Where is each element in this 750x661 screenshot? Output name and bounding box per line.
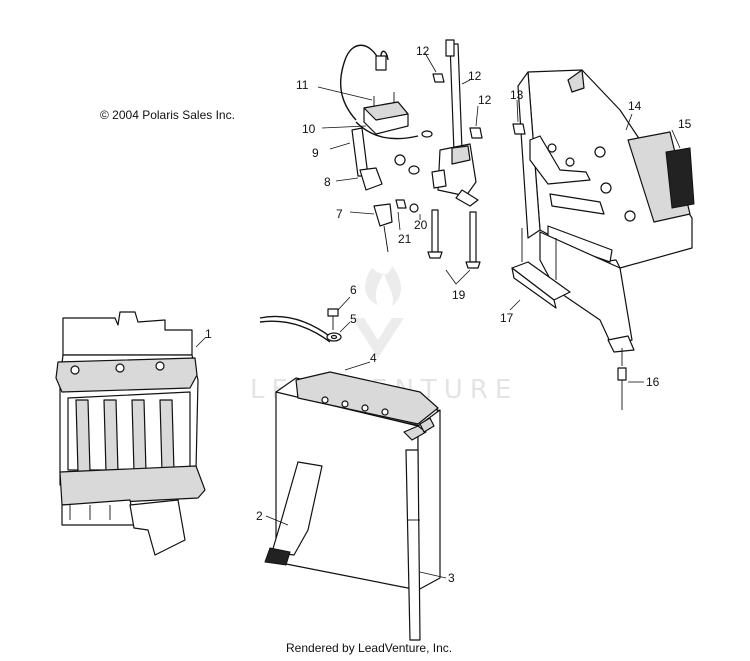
callout-15: 14 [628,99,642,113]
callout-18: 17 [500,311,514,325]
copyright-text: © 2004 Polaris Sales Inc. [100,108,235,122]
callout-3: 3 [448,571,455,585]
callout-4: 4 [370,351,377,365]
battery-strap-part [264,461,323,566]
callout-12-right: 12 [478,93,492,107]
callout-9: 9 [312,146,319,160]
callout-6: 6 [350,283,357,297]
callout-13: 12 [468,69,482,83]
callout-21: 21 [398,232,412,246]
callout-2: 2 [256,509,263,523]
vent-tube-part [405,449,421,641]
screw-part [427,209,481,269]
busbar-part [445,39,463,153]
bolt-part [327,308,339,330]
callout-10: 10 [302,122,316,136]
callout-5: 5 [350,312,357,326]
nut-14-part [512,123,526,135]
rivet-part [617,348,627,410]
washer-part [326,332,342,342]
callout-16: 15 [678,117,692,131]
holder-part [511,228,571,309]
bracket-part [517,69,693,353]
callout-14: 13 [510,88,524,102]
relay-part [363,92,409,135]
callout-19: 19 [452,288,466,302]
pad-part [665,147,695,209]
battery-part [275,371,441,591]
callout-20: 20 [414,218,428,232]
footer-credit: Rendered by LeadVenture, Inc. [286,641,452,655]
battery-box-part [55,311,206,556]
callout-11: 11 [296,78,309,92]
callout-7: 7 [336,207,343,221]
callout-12-top: 12 [416,44,430,58]
terminal-boot-7-part [373,199,419,253]
terminal-boot-part [351,127,420,191]
callout-17: 16 [646,375,660,389]
callout-1: 1 [205,327,212,341]
callout-8: 8 [324,175,331,189]
solenoid-part [431,143,479,207]
nut-part [432,73,445,83]
nut-right-part [469,127,483,139]
